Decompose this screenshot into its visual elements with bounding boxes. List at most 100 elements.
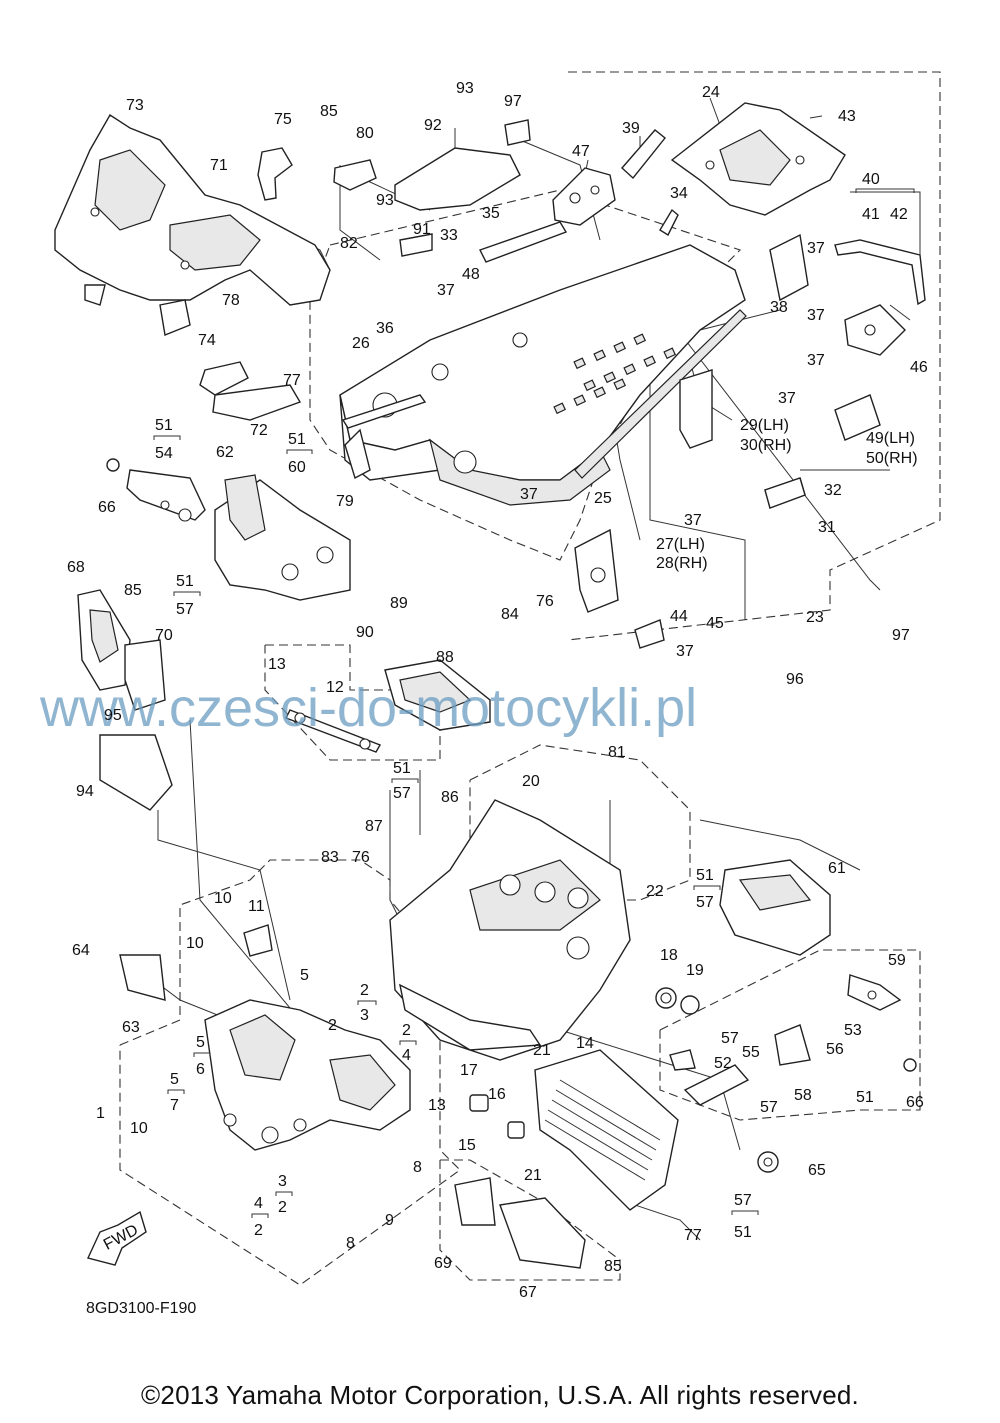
- callout-74: 74: [198, 332, 216, 349]
- front-bumper: [126, 469, 351, 601]
- callout-17: 17: [460, 1062, 478, 1079]
- callout-2: 2: [278, 1199, 287, 1216]
- suspension-mount: [204, 999, 411, 1151]
- callout-4: 4: [254, 1195, 263, 1212]
- callout-78: 78: [222, 292, 240, 309]
- callout-37: 37: [807, 352, 825, 369]
- callout-93: 93: [456, 80, 474, 97]
- callout-85: 85: [604, 1258, 622, 1275]
- upper-brackets: [199, 119, 616, 421]
- callout-4: 4: [402, 1047, 411, 1064]
- callout-68: 68: [67, 559, 85, 576]
- main-tunnel: [339, 221, 747, 506]
- callout-82: 82: [340, 235, 358, 252]
- callout-51: 51: [696, 867, 714, 884]
- callout-81: 81: [608, 744, 626, 761]
- callout-18: 18: [660, 947, 678, 964]
- callout-10: 10: [214, 890, 232, 907]
- callout-51: 51: [734, 1224, 752, 1241]
- callout-37: 37: [437, 282, 455, 299]
- callout-labels: 1 2 2 2 2 2 3 3 4 4 5 5 5 6 7 8 8 9 10 1…: [67, 80, 928, 1301]
- callout-20: 20: [522, 773, 540, 790]
- callout-10: 10: [130, 1120, 148, 1137]
- callout-86: 86: [441, 789, 459, 806]
- callout-37: 37: [807, 307, 825, 324]
- callout-2: 2: [328, 1017, 337, 1034]
- callout-77: 77: [283, 372, 301, 389]
- callout-26: 26: [352, 335, 370, 352]
- heat-exchanger-fins: [544, 1079, 661, 1181]
- callout-77: 77: [684, 1227, 702, 1244]
- callout-79: 79: [336, 493, 354, 510]
- callout-45: 45: [706, 615, 724, 632]
- callout-57: 57: [393, 785, 411, 802]
- callout-73: 73: [126, 97, 144, 114]
- callout-24: 24: [702, 84, 720, 101]
- callout-85: 85: [320, 103, 338, 120]
- callout-44: 44: [670, 608, 688, 625]
- callout-37: 37: [778, 390, 796, 407]
- callout-55: 55: [742, 1044, 760, 1061]
- callout-6: 6: [196, 1061, 205, 1078]
- callout-30: 30(RH): [740, 437, 792, 454]
- callout-60: 60: [288, 459, 306, 476]
- callout-61: 61: [828, 860, 846, 877]
- callout-10: 10: [186, 935, 204, 952]
- callout-88: 88: [436, 649, 454, 666]
- callout-94: 94: [76, 783, 94, 800]
- callout-87: 87: [365, 818, 383, 835]
- callout-93: 93: [376, 192, 394, 209]
- callout-48: 48: [462, 266, 480, 283]
- callout-42: 42: [890, 206, 908, 223]
- callout-28: 28(RH): [656, 555, 708, 572]
- callout-8: 8: [346, 1235, 355, 1252]
- callout-25: 25: [594, 490, 612, 507]
- callout-52: 52: [714, 1055, 732, 1072]
- callout-29: 29(LH): [740, 417, 789, 434]
- callout-43: 43: [838, 108, 856, 125]
- callout-21: 21: [533, 1042, 551, 1059]
- callout-9: 9: [385, 1212, 394, 1229]
- callout-57: 57: [696, 894, 714, 911]
- drawing-code: 8GD3100-F190: [86, 1300, 197, 1317]
- callout-54: 54: [155, 445, 173, 462]
- callout-27: 27(LH): [656, 536, 705, 553]
- callout-95: 95: [104, 707, 122, 724]
- callout-5: 5: [196, 1034, 205, 1051]
- callout-67: 67: [519, 1284, 537, 1301]
- callout-57: 57: [734, 1192, 752, 1209]
- callout-2: 2: [360, 982, 369, 999]
- callout-72: 72: [250, 422, 268, 439]
- callout-50: 50(RH): [866, 450, 918, 467]
- copyright-notice: ©2013 Yamaha Motor Corporation, U.S.A. A…: [141, 1380, 859, 1410]
- callout-76: 76: [352, 849, 370, 866]
- heat-exchanger: [534, 859, 902, 1211]
- small-parts: [106, 458, 917, 1269]
- callout-brackets: [153, 188, 915, 1218]
- callout-84: 84: [501, 606, 519, 623]
- callout-34: 34: [670, 185, 688, 202]
- callout-22: 22: [646, 883, 664, 900]
- callout-1: 1: [96, 1105, 105, 1122]
- callout-37: 37: [807, 240, 825, 257]
- callout-15: 15: [458, 1137, 476, 1154]
- watermark: www.czesci-do-motocykli.pl: [39, 678, 697, 738]
- callout-51: 51: [176, 573, 194, 590]
- callout-63: 63: [122, 1019, 140, 1036]
- callout-62: 62: [216, 444, 234, 461]
- callout-5: 5: [300, 967, 309, 984]
- callout-35: 35: [482, 205, 500, 222]
- callout-69: 69: [434, 1255, 452, 1272]
- callout-13: 13: [428, 1097, 446, 1114]
- callout-65: 65: [808, 1162, 826, 1179]
- callout-47: 47: [572, 143, 590, 160]
- callout-40: 40: [862, 171, 880, 188]
- callout-3: 3: [360, 1007, 369, 1024]
- fwd-arrow-icon: FWD: [87, 1210, 147, 1266]
- callout-2: 2: [402, 1022, 411, 1039]
- callout-83: 83: [321, 849, 339, 866]
- callout-51: 51: [393, 760, 411, 777]
- callout-32: 32: [824, 482, 842, 499]
- front-cowl-bracket: [54, 114, 331, 336]
